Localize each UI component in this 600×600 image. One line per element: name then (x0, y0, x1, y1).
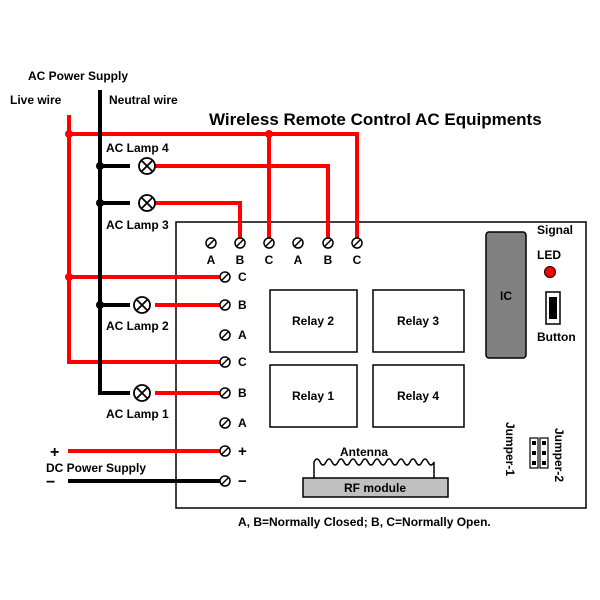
left-terminal-label: − (238, 473, 247, 490)
left-terminal-block: C B A C B A + − (219, 270, 247, 490)
ic-label: IC (500, 289, 512, 303)
junction-dots (65, 130, 273, 309)
left-terminal-label: B (238, 386, 247, 400)
led-label: LED (537, 248, 561, 262)
top-terminal-block: A B C A B C (205, 237, 363, 267)
lamp-1-label: AC Lamp 1 (106, 407, 169, 421)
left-terminal-label: + (238, 443, 247, 460)
left-terminal-label: A (238, 328, 247, 342)
ac-power-supply-label: AC Power Supply (28, 69, 128, 83)
rf-module-label: RF module (344, 481, 406, 495)
button-label: Button (537, 330, 576, 344)
top-terminal-label: B (324, 253, 333, 267)
left-terminal-label: C (238, 355, 247, 369)
left-terminal-label: C (238, 270, 247, 284)
ic-chip: IC (485, 231, 527, 359)
relay-3: Relay 3 (372, 289, 465, 353)
relay-2: Relay 2 (269, 289, 358, 353)
lamp-2-label: AC Lamp 2 (106, 319, 169, 333)
relay-2-label: Relay 2 (292, 314, 334, 328)
signal-label: Signal (537, 223, 573, 237)
relay-3-label: Relay 3 (397, 314, 439, 328)
dc-minus-label: − (46, 474, 55, 491)
rf-module: RF module (302, 477, 449, 498)
top-terminal-label: A (207, 253, 216, 267)
live-wire-label: Live wire (10, 93, 62, 107)
jumper-2-label: Jumper-2 (552, 428, 566, 482)
button-icon (545, 291, 561, 325)
lamp-3-icon (138, 194, 156, 212)
lamp-1-icon (133, 384, 151, 402)
antenna-label: Antenna (340, 445, 388, 459)
top-terminal-label: C (265, 253, 274, 267)
relay-1-label: Relay 1 (292, 389, 334, 403)
antenna-coil-icon (313, 458, 435, 478)
lamp-3-label: AC Lamp 3 (106, 218, 169, 232)
neutral-wires (68, 90, 220, 483)
jumper-2-icon (539, 437, 549, 469)
top-terminal-label: A (294, 253, 303, 267)
diagram-title: Wireless Remote Control AC Equipments (209, 110, 542, 129)
led-icon (544, 266, 556, 278)
relay-4-label: Relay 4 (397, 389, 439, 403)
relay-4: Relay 4 (372, 364, 465, 428)
footnote: A, B=Normally Closed; B, C=Normally Open… (238, 515, 491, 529)
dc-plus-label: + (50, 444, 59, 461)
lamp-4-label: AC Lamp 4 (106, 141, 169, 155)
top-terminal-label: C (353, 253, 362, 267)
live-wires (67, 115, 359, 453)
jumper-1-label: Jumper-1 (503, 422, 517, 476)
left-terminal-label: A (238, 416, 247, 430)
left-terminal-label: B (238, 298, 247, 312)
lamp-2-icon (133, 296, 151, 314)
jumper-1-icon (529, 437, 539, 469)
relay-1: Relay 1 (269, 364, 358, 428)
lamp-4-icon (138, 157, 156, 175)
top-terminal-label: B (236, 253, 245, 267)
dc-power-supply-label: DC Power Supply (46, 461, 146, 475)
neutral-wire-label: Neutral wire (109, 93, 178, 107)
